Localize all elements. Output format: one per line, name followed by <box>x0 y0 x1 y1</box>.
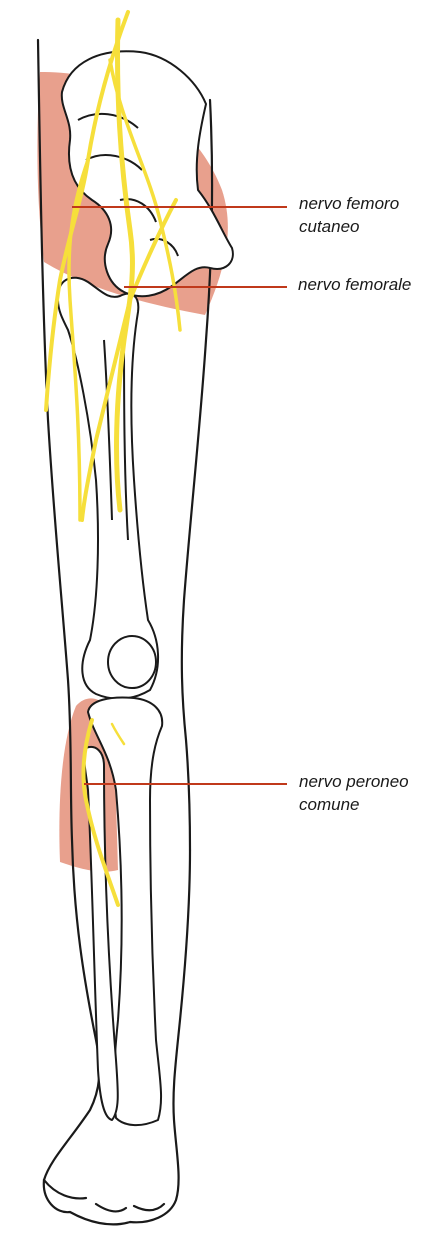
label-femoral-line1: nervo femorale <box>298 273 411 296</box>
label-common-peroneal-nerve: nervo peroneo comune <box>299 770 409 816</box>
label-common-peroneal-line2: comune <box>299 793 409 816</box>
label-femoral-cutaneous-line1: nervo femoro <box>299 192 399 215</box>
lower-leg-bones <box>84 698 162 1126</box>
label-femoral-nerve: nervo femorale <box>298 273 411 296</box>
label-femoral-cutaneous-nerve: nervo femoro cutaneo <box>299 192 399 238</box>
patella-bone <box>108 636 156 688</box>
label-common-peroneal-line1: nervo peroneo <box>299 770 409 793</box>
label-femoral-cutaneous-line2: cutaneo <box>299 215 399 238</box>
foot-outline <box>44 1180 164 1211</box>
